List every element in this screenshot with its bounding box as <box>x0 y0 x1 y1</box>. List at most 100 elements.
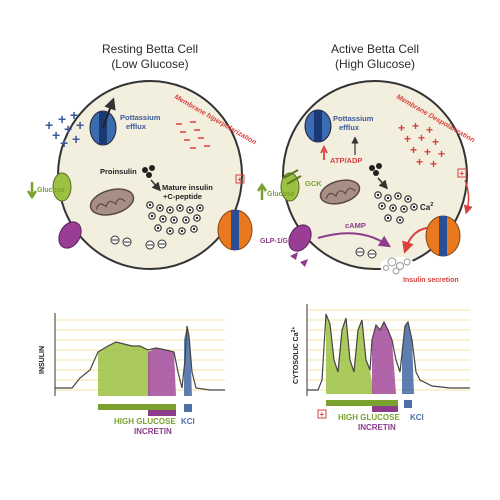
left-high-glucose-area <box>98 342 150 396</box>
right-mitochondrion <box>319 179 361 205</box>
left-mature-label-1: Mature insulin <box>162 183 213 192</box>
right-chart-ylabel-sup: 2+ <box>291 327 297 333</box>
right-chart-ylabel: CYTOSOLIC Ca2+ <box>291 327 300 384</box>
left-chart: INSULIN HIGH GLUCOSE INCRETIN KCl <box>39 313 225 436</box>
svg-text:+: + <box>76 117 84 133</box>
left-membrane-sign-box <box>235 174 245 184</box>
left-minus-signs <box>176 121 210 149</box>
svg-text:+: + <box>45 117 53 133</box>
right-cation-signs: +++ +++ +++ ++ <box>398 119 445 171</box>
right-title-line2: (High Glucose) <box>334 57 416 71</box>
left-incretin-receptor <box>58 221 82 249</box>
left-calcium-channel <box>217 209 253 251</box>
right-striped-granules <box>355 247 377 259</box>
right-chart: CYTOSOLIC Ca2+ + HIGH GLUCOSE INCRETIN K… <box>291 304 470 432</box>
right-glp-receptor <box>288 224 312 252</box>
right-calcium-superscript: 2 <box>430 202 433 208</box>
left-granule-cores <box>148 203 202 233</box>
svg-text:+: + <box>64 121 72 137</box>
right-kcl-area <box>402 322 414 394</box>
right-atp-label: ATP/ADP <box>330 156 362 165</box>
right-high-glucose-area <box>326 314 374 394</box>
svg-text:+: + <box>424 145 431 159</box>
svg-text:+: + <box>410 143 417 157</box>
right-calcium-trace <box>307 313 470 391</box>
left-glucose-transporter <box>52 172 72 202</box>
right-proinsulin-arrow <box>377 177 388 190</box>
right-calcium-channel <box>425 215 461 257</box>
right-glucose-arrow <box>256 182 268 200</box>
right-potassium-channel <box>304 109 332 143</box>
right-title: Active Betta Cell (High Glucose) <box>300 42 450 72</box>
right-calcium-text: Ca <box>420 203 431 212</box>
left-label-kcl: KCl <box>181 417 195 426</box>
left-insulin-trace <box>55 325 225 391</box>
right-calcium-label: Ca2 <box>420 202 433 212</box>
svg-text:+: + <box>60 135 68 151</box>
right-title-line1: Active Betta Cell <box>330 42 420 56</box>
svg-text:+: + <box>430 157 437 171</box>
left-chart-ylabel: INSULIN <box>39 346 46 374</box>
right-label-incretin: INCRETIN <box>358 423 396 432</box>
right-gck-label: GCK <box>305 179 322 188</box>
left-potassium-channel <box>89 97 117 146</box>
left-title-line2: (Low Glucose) <box>111 57 189 71</box>
right-depolarization-arrow <box>463 179 473 215</box>
left-label-incretin: INCRETIN <box>134 427 172 436</box>
svg-text:+: + <box>418 131 425 145</box>
left-bar-high-glucose <box>98 404 176 410</box>
svg-text:+: + <box>72 131 80 147</box>
right-cell: Pottassium efflux Membrane Despolarizati… <box>256 80 476 284</box>
left-potassium-label-1: Pottassium <box>120 113 161 122</box>
left-striped-granules <box>110 235 167 250</box>
left-mature-label-2: +C-peptide <box>163 192 202 201</box>
right-proinsulin-dots <box>369 163 382 176</box>
left-proinsulin-label: Proinsulin <box>100 167 137 176</box>
svg-text:+: + <box>416 155 423 169</box>
right-label-kcl: KCl <box>410 413 424 422</box>
right-insulin-secretion-label: Insulin secretion <box>403 277 459 284</box>
right-plus-box <box>317 409 327 419</box>
right-membrane-sign: + <box>460 169 465 178</box>
right-chart-ylabel-main: CYTOSOLIC Ca <box>293 332 300 384</box>
right-glp-label: GLP-1/GIP <box>260 238 295 245</box>
right-camp-arrow <box>317 232 392 248</box>
right-atp-arrow <box>320 144 328 160</box>
right-label-high-glucose: HIGH GLUCOSE <box>338 413 400 422</box>
right-bar-incretin <box>372 406 398 412</box>
right-camp-label: cAMP <box>345 221 366 230</box>
left-label-high-glucose: HIGH GLUCOSE <box>114 417 176 426</box>
right-bar-kcl <box>404 400 412 408</box>
left-glucose-arrow <box>26 182 38 200</box>
right-granule-cores <box>376 193 416 222</box>
svg-text:+: + <box>52 127 60 143</box>
left-bar-kcl <box>184 404 192 412</box>
svg-text:+: + <box>412 119 419 133</box>
left-title-line1: Resting Betta Cell <box>101 42 199 56</box>
right-potassium-label-1: Pottassium <box>333 114 374 123</box>
left-mitochondrion <box>89 188 135 216</box>
right-incretin-area <box>372 322 396 394</box>
right-membrane-sign-box <box>457 168 467 178</box>
svg-text:+: + <box>438 147 445 161</box>
right-potassium-label-2: efflux <box>339 123 360 132</box>
right-glucose-entry-stripes <box>283 169 302 185</box>
left-bar-incretin <box>148 410 176 416</box>
left-proinsulin-arrow <box>150 179 161 192</box>
svg-text:+: + <box>432 135 439 149</box>
svg-text:+: + <box>58 111 66 127</box>
right-glp-ligands <box>290 252 308 267</box>
left-potassium-ions: +++ +++ ++ <box>45 107 84 151</box>
left-potassium-label-2: efflux <box>126 122 147 131</box>
right-bar-high-glucose <box>326 400 398 406</box>
right-glucose-label: Glucose <box>267 191 295 198</box>
left-proinsulin-dots <box>142 165 155 178</box>
right-secretion-burst <box>383 257 411 275</box>
svg-text:+: + <box>404 132 411 146</box>
left-membrane-sign: + <box>238 175 243 184</box>
left-incretin-area <box>148 348 176 396</box>
svg-text:+: + <box>70 107 78 123</box>
svg-text:+: + <box>398 121 405 135</box>
left-title: Resting Betta Cell (Low Glucose) <box>80 42 220 72</box>
